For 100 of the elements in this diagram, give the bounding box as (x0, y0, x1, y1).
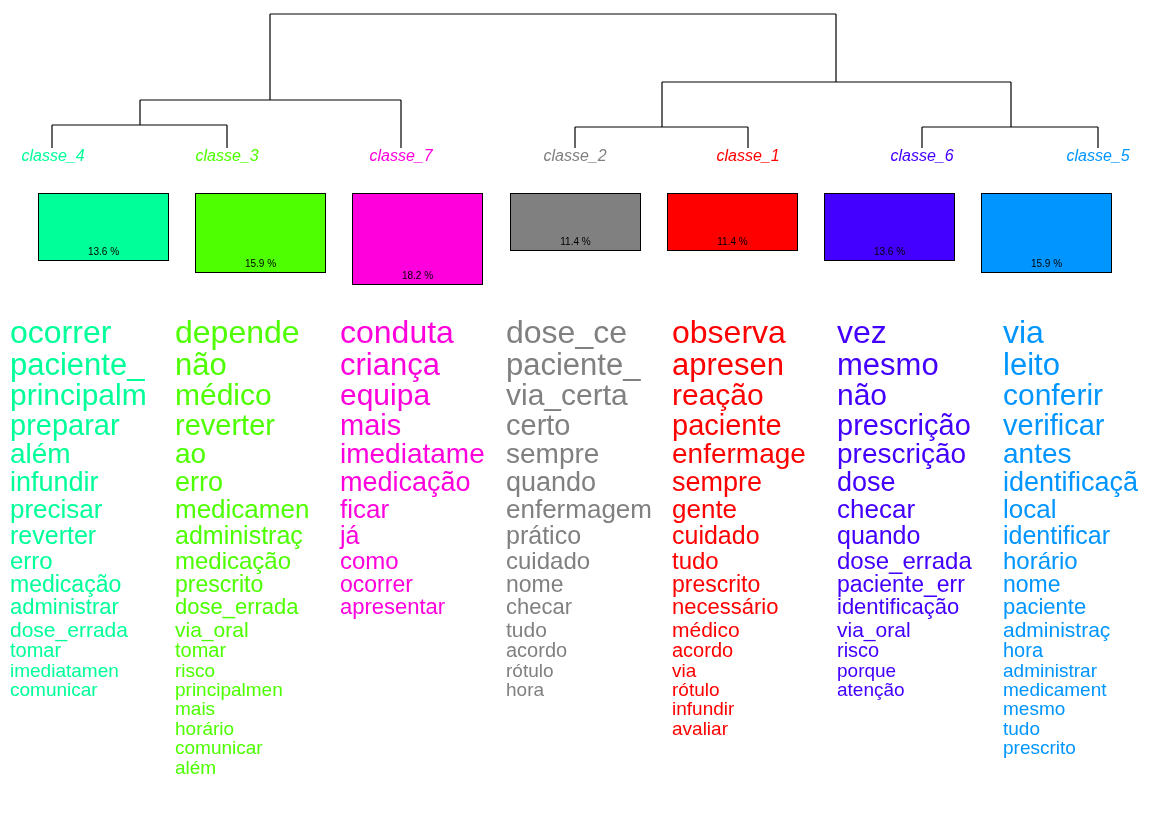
word-label: hora (506, 680, 546, 700)
word-label: comunicar (10, 680, 99, 700)
class-bar (352, 193, 483, 285)
word-label: antes (1003, 440, 1073, 469)
percentage-label: 11.4 % (560, 237, 591, 247)
class-label: classe_4 (21, 148, 85, 164)
word-label: paciente (672, 410, 783, 441)
word-label: via_oral (175, 618, 249, 641)
percentage-label: 11.4 % (717, 237, 748, 247)
word-label: risco (175, 660, 217, 681)
word-label: risco (837, 640, 880, 661)
word-label: prescrito (672, 572, 761, 597)
word-label: administraç (175, 523, 304, 549)
word-label: conferir (1003, 380, 1105, 411)
word-label: conduta (340, 316, 455, 349)
word-label: nome (1003, 572, 1062, 597)
word-label: nome (506, 572, 565, 597)
percentage-label: 15.9 % (1030, 259, 1063, 269)
word-label: ocorrer (10, 316, 113, 349)
word-label: cuidado (506, 548, 592, 573)
word-label: hora (1003, 640, 1044, 661)
word-label: administraç (1003, 618, 1112, 641)
word-label: sempre (506, 440, 601, 469)
word-label: paciente_ (506, 348, 642, 381)
word-label: depende (175, 316, 301, 349)
word-label: tudo (506, 618, 548, 641)
word-label: via (1003, 316, 1045, 349)
word-label: acordo (672, 640, 735, 661)
word-label: infundir (672, 699, 736, 719)
word-label: mesmo (1003, 699, 1067, 719)
word-label: como (340, 548, 400, 573)
percentage-label: 15.9 % (244, 259, 277, 269)
word-label: quando (506, 468, 597, 497)
word-label: identificaçã (1003, 468, 1139, 497)
word-label: imediatamen (10, 660, 120, 681)
word-label: identificação (837, 596, 960, 619)
word-label: medicação (175, 548, 292, 573)
word-label: sempre (672, 468, 763, 497)
word-label: reverter (175, 410, 276, 441)
word-label: vez (837, 316, 888, 349)
word-label: principalm (10, 380, 147, 411)
word-label: horário (1003, 548, 1079, 573)
word-label: erro (175, 468, 224, 497)
percentage-label: 13.6 % (87, 247, 120, 257)
word-label: imediatame (340, 440, 485, 469)
word-label: identificar (1003, 523, 1111, 549)
word-label: local (1003, 496, 1057, 523)
word-label: administrar (1003, 660, 1098, 681)
word-label: enfermage (672, 440, 806, 469)
word-label: dose (837, 468, 896, 497)
percentage-label: 18.2 % (401, 271, 434, 281)
word-label: não (837, 380, 889, 411)
word-label: mesmo (837, 348, 940, 381)
class-label: classe_2 (543, 148, 607, 164)
word-label: leito (1003, 348, 1061, 381)
word-label: mais (340, 410, 402, 441)
word-label: medicação (340, 468, 472, 497)
word-label: mais (175, 699, 216, 719)
word-label: criança (340, 348, 441, 381)
word-label: dose_errada (175, 596, 300, 619)
word-label: via_oral (837, 618, 911, 641)
class-label: classe_5 (1066, 148, 1130, 164)
word-label: preparar (10, 410, 120, 441)
word-label: prescrição (837, 440, 967, 469)
word-label: medicament (1003, 680, 1108, 700)
word-label: além (175, 757, 218, 777)
word-label: dose_errada (837, 548, 972, 573)
word-label: principalmen (175, 680, 284, 700)
word-label: paciente (1003, 596, 1088, 619)
word-label: prático (506, 523, 582, 549)
word-label: medicação (10, 572, 123, 597)
word-label: acordo (506, 640, 569, 661)
word-label: prescrito (1003, 738, 1077, 758)
percentage-label: 13.6 % (873, 247, 906, 257)
word-label: erro (10, 548, 54, 573)
word-label: via (672, 660, 698, 681)
word-label: infundir (10, 468, 100, 497)
word-label: atenção (837, 680, 906, 700)
word-label: além (10, 440, 71, 469)
word-label: administrar (10, 596, 119, 619)
word-label: rótulo (672, 680, 721, 700)
word-label: horário (175, 718, 236, 739)
word-label: ficar (340, 496, 390, 523)
word-label: paciente_ (10, 348, 146, 381)
word-label: via_certa (506, 380, 628, 411)
class-label: classe_1 (716, 148, 780, 164)
word-label: apresen (672, 348, 786, 381)
word-label: já (340, 523, 361, 549)
word-label: certo (506, 410, 571, 441)
word-label: checar (837, 496, 917, 523)
word-label: observa (672, 316, 787, 349)
word-label: avaliar (672, 718, 729, 739)
class-bar (195, 193, 326, 273)
word-label: medicamen (175, 496, 310, 523)
word-label: prescrição (837, 410, 972, 441)
class-bar (38, 193, 169, 261)
word-label: ao (175, 440, 208, 469)
word-label: dose_ce (506, 316, 628, 349)
class-bar (510, 193, 641, 251)
class-label: classe_3 (195, 148, 259, 164)
